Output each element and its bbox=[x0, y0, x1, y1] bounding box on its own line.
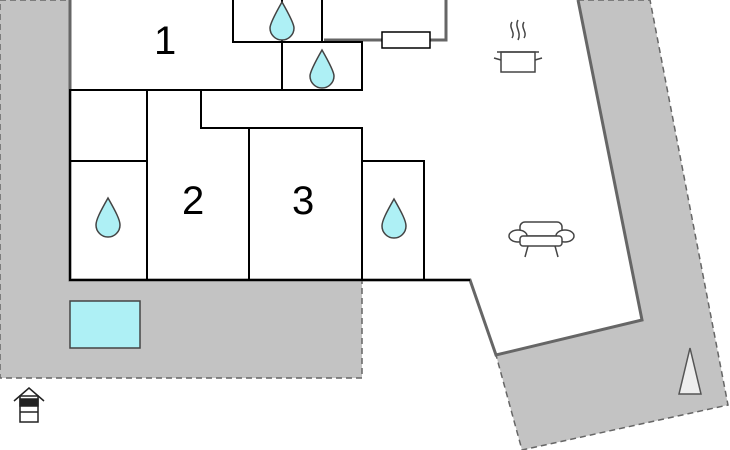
window bbox=[381, 31, 431, 49]
house-entrance-icon bbox=[13, 387, 45, 423]
sofa-icon bbox=[508, 221, 575, 258]
water-drop-icon bbox=[381, 197, 407, 239]
room-3-label: 3 bbox=[292, 179, 314, 223]
house-outline-top bbox=[324, 0, 448, 42]
pool-icon bbox=[69, 300, 141, 349]
north-arrow-icon bbox=[678, 347, 702, 395]
water-drop-icon bbox=[309, 48, 335, 89]
room-2-label: 2 bbox=[182, 179, 204, 223]
cooking-pot-icon bbox=[493, 19, 543, 73]
water-drop-icon bbox=[269, 0, 295, 41]
room-small-left bbox=[69, 89, 148, 162]
room-1-label: 1 bbox=[154, 19, 176, 63]
water-drop-icon bbox=[95, 196, 121, 238]
